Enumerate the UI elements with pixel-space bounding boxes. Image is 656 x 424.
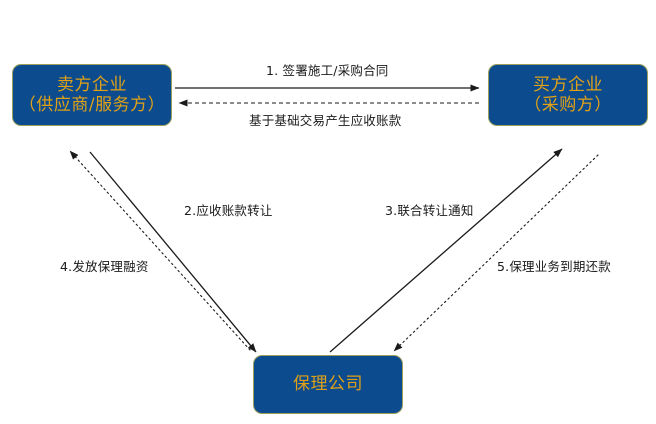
edge-label-receivable-transfer: 2.应收账款转让 bbox=[184, 203, 273, 218]
node-buyer-line2: （采购方） bbox=[524, 95, 612, 115]
edge-label-joint-transfer-notice: 3.联合转让通知 bbox=[385, 203, 474, 218]
edge-5-line bbox=[69, 150, 251, 351]
edge-label-maturity-repayment: 5.保理业务到期还款 bbox=[497, 259, 611, 274]
node-seller[interactable]: 卖方企业 （供应商/服务方） bbox=[12, 64, 172, 126]
edge-3-line bbox=[89, 151, 257, 353]
node-factor-line1: 保理公司 bbox=[293, 374, 363, 395]
node-buyer-line1: 买方企业 bbox=[533, 74, 603, 95]
edge-4-line bbox=[329, 148, 563, 353]
node-factoring-company[interactable]: 保理公司 bbox=[253, 355, 403, 414]
node-buyer[interactable]: 买方企业 （采购方） bbox=[488, 64, 648, 126]
node-seller-line1: 卖方企业 bbox=[57, 74, 127, 95]
edge-6-line bbox=[393, 154, 599, 352]
node-seller-line2: （供应商/服务方） bbox=[18, 95, 166, 115]
edge-label-factoring-financing: 4.发放保理融资 bbox=[60, 259, 149, 274]
edge-label-receivable-generated: 基于基础交易产生应收账款 bbox=[249, 113, 402, 128]
edge-label-contract: 1. 签署施工/采购合同 bbox=[266, 63, 389, 78]
